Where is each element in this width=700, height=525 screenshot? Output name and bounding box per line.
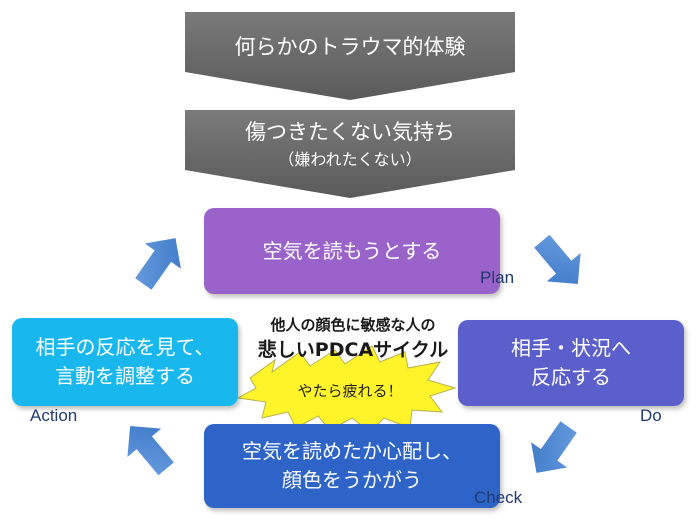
cycle-title-line-1: 他人の顔色に敏感な人の bbox=[270, 316, 436, 334]
chevron-fear-line-1: 傷つきたくない気持ち bbox=[245, 120, 455, 144]
arrow-do-to-check bbox=[531, 421, 577, 473]
label-check: Check bbox=[474, 488, 523, 507]
arrow-plan-to-do bbox=[534, 234, 581, 285]
chevron-trauma-text: 何らかのトラウマ的体験 bbox=[185, 22, 515, 70]
cycle-title-line-2: 悲しいPDCAサイクル bbox=[257, 339, 449, 361]
chevron-trauma bbox=[185, 12, 515, 100]
arrow-action-to-plan bbox=[135, 238, 181, 290]
box-check: 空気を読めたか心配し、 顔色をうかがう bbox=[204, 424, 500, 508]
box-plan: 空気を読もうとする bbox=[204, 208, 500, 294]
cycle-title: 他人の顔色に敏感な人の 悲しいPDCAサイクル bbox=[228, 314, 478, 362]
box-action: 相手の反応を見て、 言動を調整する bbox=[12, 318, 238, 406]
box-check-line-1: 空気を読めたか心配し、 bbox=[242, 439, 462, 463]
box-action-line-2: 言動を調整する bbox=[55, 364, 195, 388]
box-check-line-2: 顔色をうかがう bbox=[282, 468, 422, 492]
chevron-fear-text: 傷つきたくない気持ち （嫌われたくない） bbox=[185, 114, 515, 172]
box-plan-line-1: 空気を読もうとする bbox=[262, 238, 442, 263]
box-do-line-1: 相手・状況へ bbox=[511, 336, 631, 360]
label-action: Action bbox=[30, 406, 78, 425]
box-action-line-1: 相手の反応を見て、 bbox=[35, 335, 215, 359]
box-do-line-2: 反応する bbox=[531, 365, 611, 389]
chevron-trauma-line: 何らかのトラウマ的体験 bbox=[234, 35, 466, 59]
label-plan: Plan bbox=[480, 268, 515, 287]
arrow-check-to-action bbox=[127, 425, 174, 476]
box-do: 相手・状況へ 反応する bbox=[458, 320, 684, 406]
label-do: Do bbox=[640, 406, 662, 425]
burst-shape bbox=[236, 345, 457, 433]
chevron-fear bbox=[185, 110, 515, 198]
chevron-fear-line-2: （嫌われたくない） bbox=[278, 150, 422, 169]
burst-text: やたら疲れる！ bbox=[297, 382, 403, 400]
